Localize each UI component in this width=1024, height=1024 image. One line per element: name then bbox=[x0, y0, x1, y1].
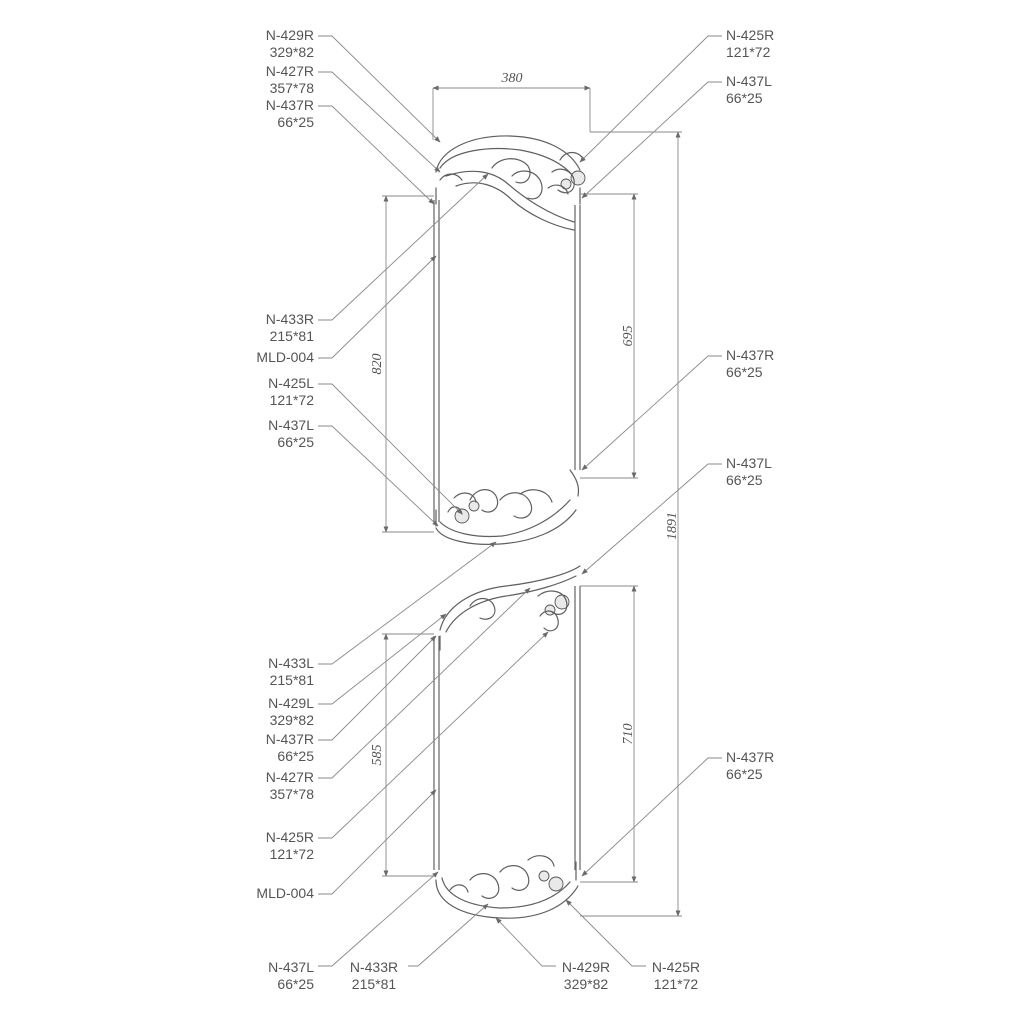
label-top-n429r-size: 329*82 bbox=[270, 44, 315, 60]
label-top-n425l-code: N-425L bbox=[268, 375, 314, 391]
label-top-n433r-code: N-433R bbox=[266, 311, 314, 327]
upper-top-crest bbox=[435, 135, 586, 231]
label-bot-n425r-size: 121*72 bbox=[270, 846, 315, 862]
label-right-n437r-b-code: N-437R bbox=[726, 749, 774, 765]
label-foot-n425r-code: N-425R bbox=[652, 959, 700, 975]
label-top-n437l-code: N-437L bbox=[726, 73, 772, 89]
label-right-n437r-size: 66*25 bbox=[726, 364, 763, 380]
label-bot-n437r-code: N-437R bbox=[266, 731, 314, 747]
label-top-n437l-b-size: 66*25 bbox=[277, 434, 314, 450]
lower-panel bbox=[433, 565, 581, 919]
label-top-n433r-size: 215*81 bbox=[270, 328, 315, 344]
dimension-lines bbox=[382, 85, 682, 917]
label-top-n437r-code: N-437R bbox=[266, 97, 314, 113]
upper-bottom-ornament bbox=[435, 469, 580, 545]
label-top-n437r-size: 66*25 bbox=[277, 114, 314, 130]
label-foot-n437l-size: 66*25 bbox=[277, 976, 314, 992]
label-bot-n425r-code: N-425R bbox=[266, 829, 314, 845]
label-top-n425r-size: 121*72 bbox=[726, 44, 771, 60]
dim-width: 380 bbox=[501, 71, 523, 86]
label-right-n437l-code: N-437L bbox=[726, 455, 772, 471]
leader-lines bbox=[318, 35, 722, 967]
lower-right-rail bbox=[574, 586, 581, 870]
label-top-n427r-code: N-427R bbox=[266, 63, 314, 79]
label-bot-mld004: MLD-004 bbox=[256, 885, 314, 901]
label-top-n425r-code: N-425R bbox=[726, 27, 774, 43]
label-bot-n427r-size: 357*78 bbox=[270, 786, 315, 802]
dim-upper-right-height: 695 bbox=[621, 326, 636, 347]
upper-left-rail bbox=[433, 200, 440, 522]
label-top-n427r-size: 357*78 bbox=[270, 80, 315, 96]
label-right-n437l-size: 66*25 bbox=[726, 472, 763, 488]
label-foot-n429r-size: 329*82 bbox=[564, 976, 609, 992]
dim-lower-left-height: 585 bbox=[370, 745, 385, 766]
dim-lower-right-height: 710 bbox=[621, 724, 636, 745]
label-bot-n433l-code: N-433L bbox=[268, 655, 314, 671]
label-right-n437r-code: N-437R bbox=[726, 347, 774, 363]
dim-upper-left-height: 820 bbox=[370, 354, 385, 375]
label-foot-n425r-size: 121*72 bbox=[654, 976, 699, 992]
label-bot-n429l-code: N-429L bbox=[268, 695, 314, 711]
label-bot-n429l-size: 329*82 bbox=[270, 712, 315, 728]
upper-panel bbox=[433, 135, 586, 545]
label-top-mld004: MLD-004 bbox=[256, 349, 314, 365]
lower-left-rail bbox=[433, 636, 440, 870]
label-top-n429r-code: N-429R bbox=[266, 27, 314, 43]
dim-total-height: 1891 bbox=[665, 512, 680, 540]
upper-right-rail bbox=[574, 205, 581, 470]
label-bot-n427r-code: N-427R bbox=[266, 769, 314, 785]
label-top-n437l-b-code: N-437L bbox=[268, 417, 314, 433]
label-foot-n437l-code: N-437L bbox=[268, 959, 314, 975]
label-top-n437l-size: 66*25 bbox=[726, 90, 763, 106]
label-top-n425l-size: 121*72 bbox=[270, 392, 315, 408]
label-foot-n433r-size: 215*81 bbox=[352, 976, 397, 992]
label-foot-n429r-code: N-429R bbox=[562, 959, 610, 975]
label-foot-n433r-code: N-433R bbox=[350, 959, 398, 975]
lower-bottom-ornament bbox=[435, 855, 579, 919]
label-bot-n433l-size: 215*81 bbox=[270, 672, 315, 688]
lower-top-crest bbox=[439, 565, 581, 651]
label-right-n437r-b-size: 66*25 bbox=[726, 766, 763, 782]
label-bot-n437r-size: 66*25 bbox=[277, 748, 314, 764]
